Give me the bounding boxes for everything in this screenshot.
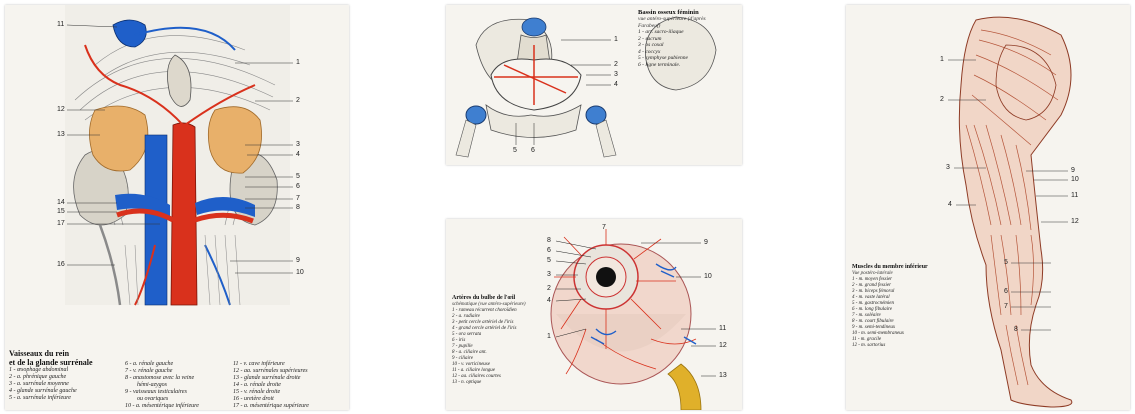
callout-11: 11 [57,21,64,28]
plate1-legend-col1: 1 - œsophage abdominal 2 - a. phrénique … [9,367,77,402]
leg-callout-11: 11 [1071,192,1078,199]
pelvis-callout-6: 6 [531,147,535,154]
legend-item: 10 - a. mésentérique inférieure [125,403,199,410]
leg-callout-9: 9 [1071,167,1075,174]
legend-item: 12 - m. sartorius [852,343,947,349]
legend-item: 7 - v. rénale gauche [125,368,199,375]
plate4-title: Muscles du membre inférieur [852,264,947,271]
callout-15: 15 [57,208,65,215]
legend-item: 6 - ligne terminale. [638,62,738,69]
plate-kidney-vessels: 1 2 3 4 5 6 7 8 9 10 11 12 13 14 15 17 1… [5,5,349,410]
legend-item: 13 - glande surrénale droite [233,375,309,382]
pelvis-callout-3: 3 [614,71,618,78]
plate3-title: Artères du bulbe de l'œil [452,295,544,302]
eye-callout-7: 7 [602,224,606,231]
callout-5: 5 [296,173,300,180]
leg-muscles-illustration [846,5,1130,410]
legend-item: 9 - vaisseaux testiculaires [125,389,199,396]
legend-item: 13 - n. optique [452,380,544,386]
eye-callout-9: 9 [704,239,708,246]
pelvis-callout-4: 4 [614,81,618,88]
callout-3: 3 [296,141,300,148]
eye-callout-1: 1 [547,333,551,340]
legend-item: 6 - a. rénale gauche [125,361,199,368]
plate-female-pelvis: 1 2 3 4 5 6 Bassin osseux féminin vue an… [446,5,742,165]
legend-item: 8 - anastomose avec la veine [125,375,199,382]
callout-16: 16 [57,261,65,268]
eye-callout-11: 11 [719,325,726,332]
leg-callout-4: 4 [948,201,952,208]
plate-leg-muscles: 1 2 3 4 5 6 7 8 9 10 11 12 Muscles du me… [846,5,1130,410]
legend-item: hémi-azygos [125,382,199,389]
eye-callout-6: 6 [547,247,551,254]
callout-17: 17 [57,220,65,227]
leg-callout-6: 6 [1004,288,1008,295]
legend-item: 3 - a. surrénale moyenne [9,381,77,388]
callout-4: 4 [296,151,300,158]
leg-callout-10: 10 [1071,176,1079,183]
callout-10: 10 [296,269,304,276]
callout-12: 12 [57,106,65,113]
plate4-caption: Muscles du membre inférieur Vue postéro-… [852,264,947,349]
eye-callout-3: 3 [547,271,551,278]
callout-13: 13 [57,131,65,138]
plate2-caption: Bassin osseux féminin vue antéro-supérie… [638,9,738,68]
legend-item: 16 - uretère droit [233,396,309,403]
callout-2: 2 [296,97,300,104]
leg-callout-3: 3 [946,164,950,171]
leg-callout-8: 8 [1014,326,1018,333]
eye-callout-5: 5 [547,257,551,264]
eye-callout-4: 4 [547,297,551,304]
legend-item: 17 - a. mésentérique supérieure [233,403,309,410]
legend-item: 12 - aa. surrénales supérieures [233,368,309,375]
callout-6: 6 [296,183,300,190]
leg-callout-2: 2 [940,96,944,103]
leg-callout-5: 5 [1004,259,1008,266]
leg-callout-1: 1 [940,56,944,63]
callout-1: 1 [296,59,300,66]
eye-callout-8: 8 [547,237,551,244]
plate3-caption: Artères du bulbe de l'œil schématique (v… [452,295,544,386]
callout-7: 7 [296,195,300,202]
legend-item: 15 - v. rénale droite [233,389,309,396]
leg-callout-7: 7 [1004,303,1008,310]
eye-callout-12: 12 [719,342,727,349]
legend-item: 4 - glande surrénale gauche [9,388,77,395]
callout-8: 8 [296,204,300,211]
eye-callout-13: 13 [719,372,727,379]
pelvis-callout-2: 2 [614,61,618,68]
legend-item: 1 - œsophage abdominal [9,367,77,374]
callout-14: 14 [57,199,65,206]
plate1-title: Vaisseaux du rein et de la glande surrén… [9,349,93,367]
legend-item: ou ovariques [125,396,199,403]
plate1-legend-col3: 11 - v. cave inférieure 12 - aa. surréna… [233,361,309,410]
legend-item: 2 - a. phrénique gauche [9,374,77,381]
plate1-title-line1: Vaisseaux du rein [9,349,93,358]
pelvis-callout-5: 5 [513,147,517,154]
plate1-legend-col2: 6 - a. rénale gauche 7 - v. rénale gauch… [125,361,199,410]
eye-callout-2: 2 [547,285,551,292]
pelvis-callout-1: 1 [614,36,618,43]
plate2-title: Bassin osseux féminin [638,9,738,16]
legend-item: 5 - a. surrénale inférieure [9,395,77,402]
plate1-title-line2: et de la glande surrénale [9,358,93,367]
callout-9: 9 [296,257,300,264]
legend-item: 11 - v. cave inférieure [233,361,309,368]
leg-callout-12: 12 [1071,218,1079,225]
legend-item: 14 - a. rénale droite [233,382,309,389]
eye-callout-10: 10 [704,273,712,280]
plate-eye-arteries: 8 6 5 3 2 4 1 9 10 11 12 13 7 Artères du… [446,219,742,410]
